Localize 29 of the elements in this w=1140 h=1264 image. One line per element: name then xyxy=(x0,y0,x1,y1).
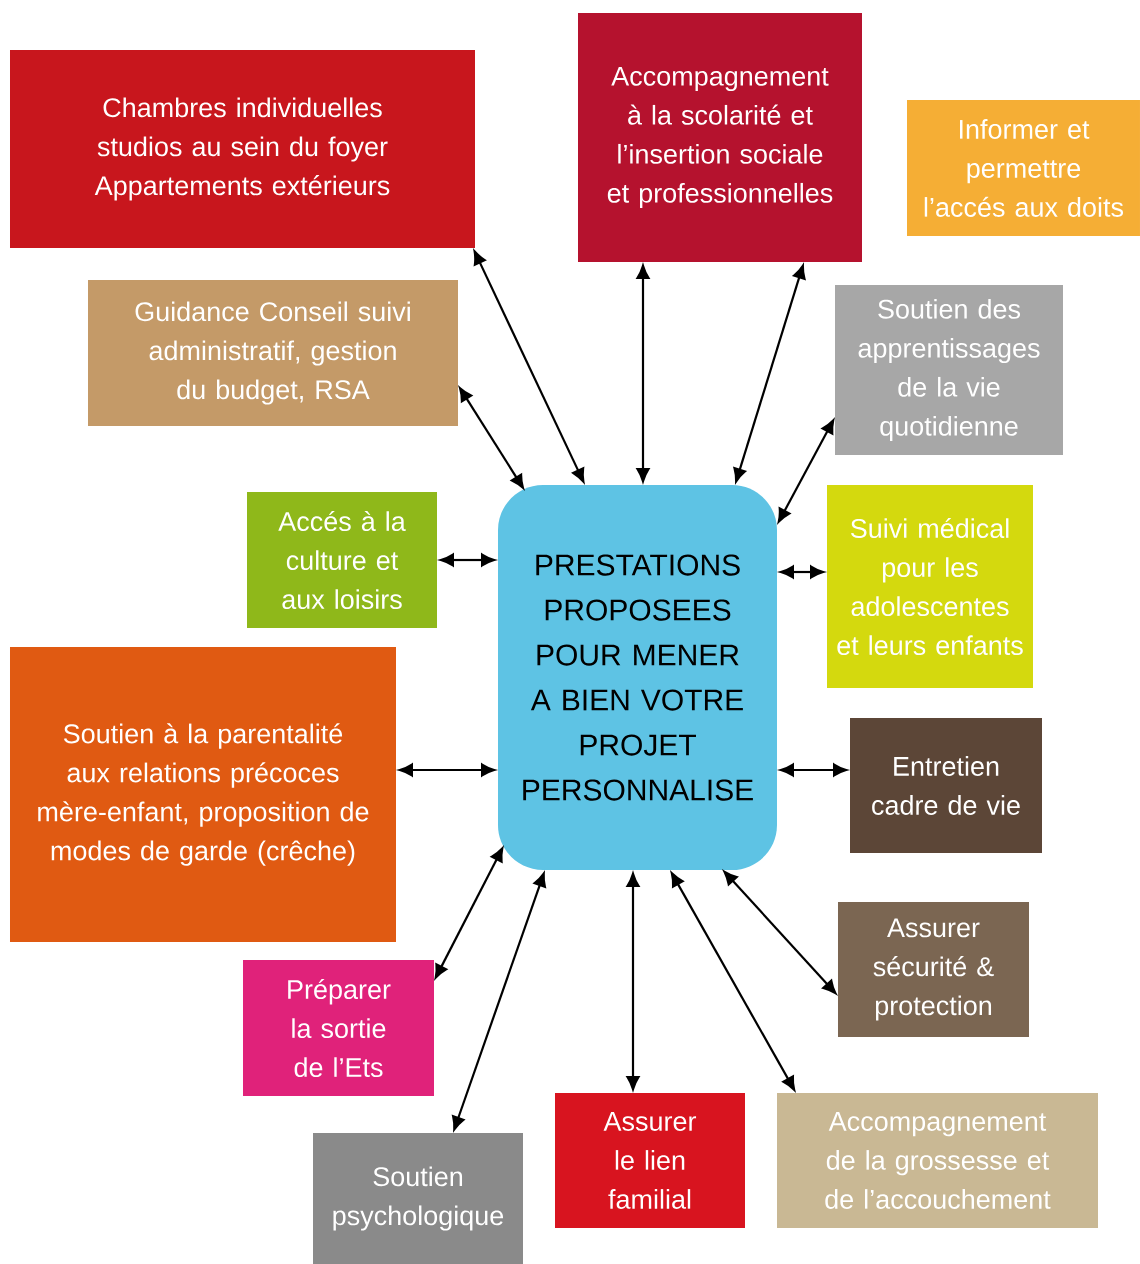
info-box: Entretien cadre de vie xyxy=(850,718,1042,853)
info-box: Accés à la culture et aux loisirs xyxy=(247,492,437,628)
central-box: PRESTATIONS PROPOSEES POUR MENER A BIEN VOTRE PROJET PERSONNALISE xyxy=(498,485,777,870)
arrow xyxy=(626,872,640,1091)
arrow xyxy=(434,847,504,979)
arrow xyxy=(779,565,825,579)
arrow xyxy=(636,264,650,483)
info-box: Assurer le lien familial xyxy=(555,1093,745,1228)
info-box: Soutien à la parentalité aux relations précoces mère-enfant, proposition de modes de garde (crêche) xyxy=(10,647,396,942)
arrow xyxy=(777,419,835,523)
arrow xyxy=(452,872,546,1131)
info-box: Informer et permettre l’accés aux doits xyxy=(907,100,1140,236)
info-box: Assurer sécurité & protection xyxy=(838,902,1029,1037)
arrow xyxy=(779,763,848,777)
arrow xyxy=(723,870,837,995)
info-box: Chambres individuelles studios au sein du foyer Appartements extérieurs xyxy=(10,50,475,248)
info-box: Préparer la sortie de l’Ets xyxy=(243,960,434,1096)
arrow xyxy=(733,264,806,483)
arrow xyxy=(670,872,796,1091)
info-box: Accompagnement à la scolarité et l’insertion sociale et professionnelles xyxy=(578,13,862,262)
info-box: Accompagnement de la grossesse et de l’accouchement xyxy=(777,1093,1098,1228)
info-box: Soutien psychologique xyxy=(313,1133,523,1264)
arrow xyxy=(439,553,496,567)
info-box: Suivi médical pour les adolescentes et leurs enfants xyxy=(827,485,1033,688)
arrow xyxy=(473,250,585,483)
info-box: Soutien des apprentissages de la vie quotidienne xyxy=(835,285,1063,455)
info-box: Guidance Conseil suivi administratif, gestion du budget, RSA xyxy=(88,280,458,426)
arrow xyxy=(398,763,496,777)
arrow xyxy=(458,387,524,489)
